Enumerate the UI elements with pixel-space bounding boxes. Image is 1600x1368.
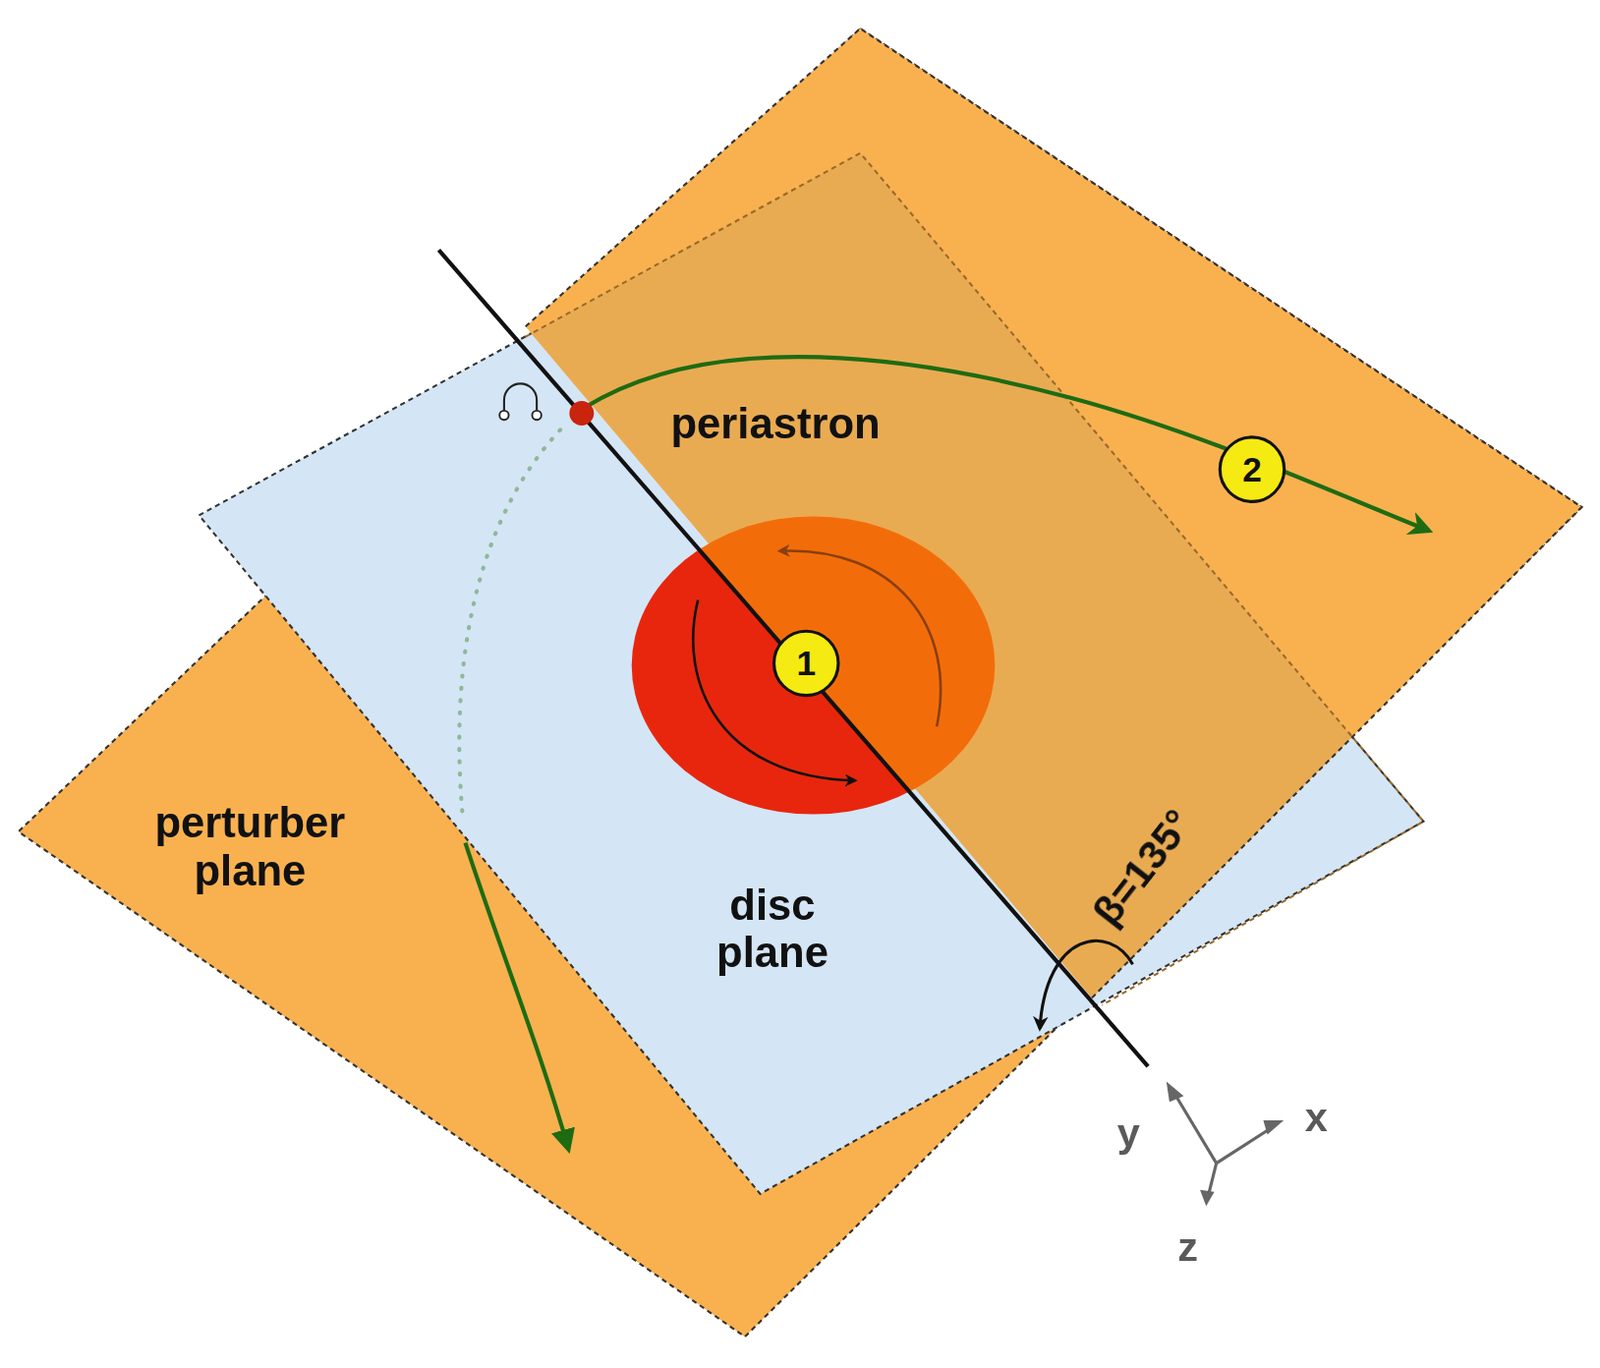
callout-circle: 2 [1218, 435, 1287, 504]
callout-number: 2 [1242, 449, 1262, 489]
callout-number: 1 [796, 643, 816, 684]
plane-label: disc plane [690, 880, 855, 977]
periastron-label: periastron [622, 399, 928, 448]
axis-label: z [1167, 1223, 1209, 1270]
callout-circle: 1 [772, 629, 841, 698]
plane-label: perturber plane [127, 799, 373, 896]
axis-label: y [1108, 1109, 1150, 1156]
axis-label: x [1296, 1094, 1338, 1142]
